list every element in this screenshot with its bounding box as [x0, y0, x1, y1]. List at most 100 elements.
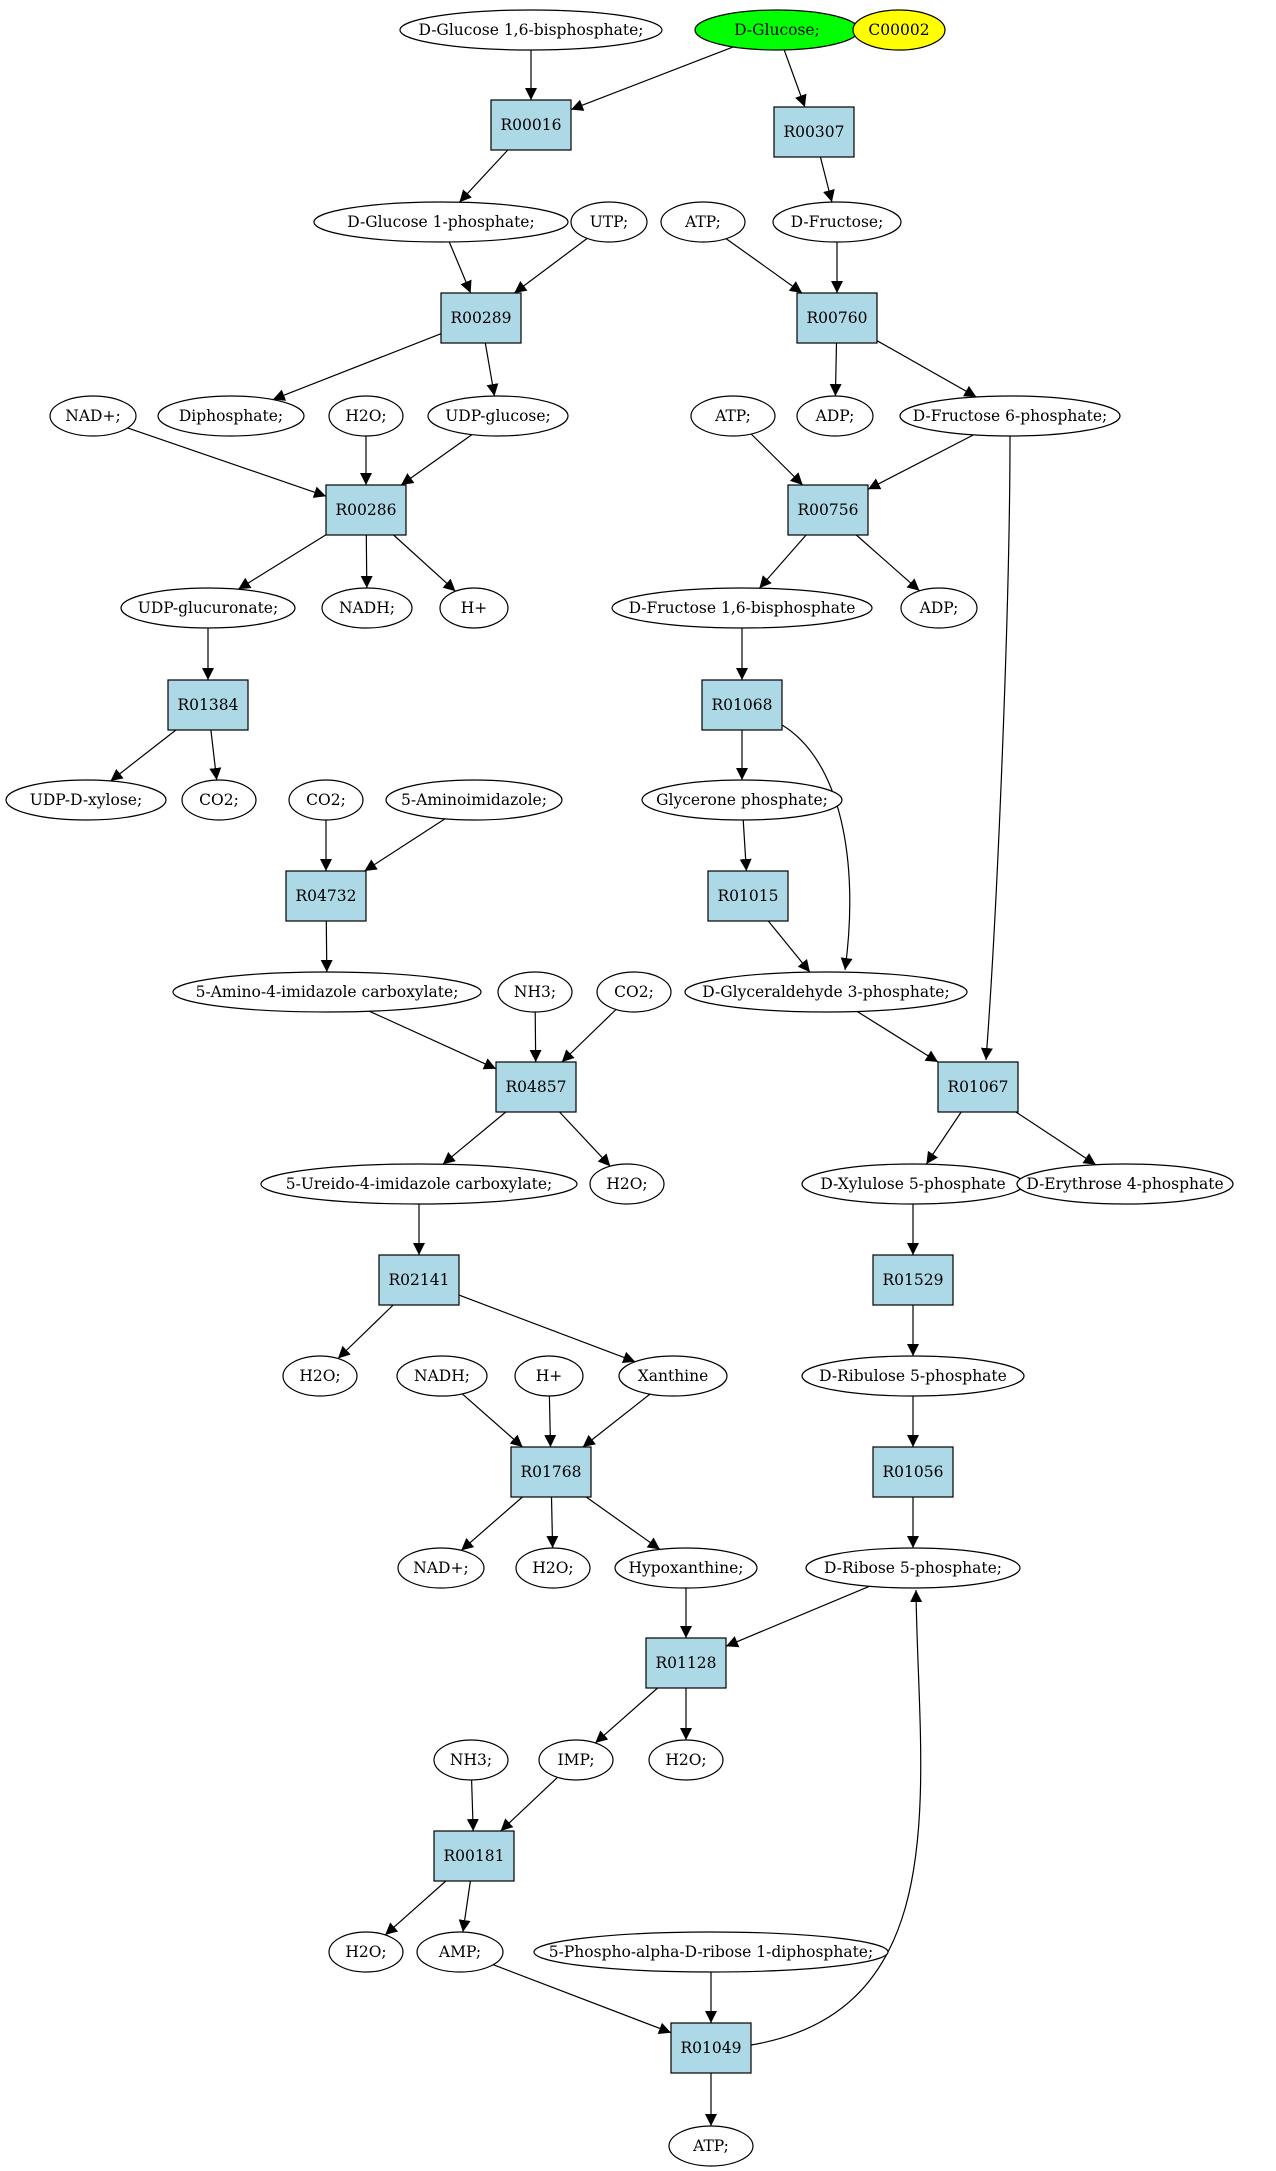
compound-ellipse [397, 1547, 485, 1589]
compound-ellipse [899, 395, 1121, 437]
compound-node-nh3b: NH3; [433, 1739, 509, 1781]
node-label: D-Xylulose 5-phosphate [820, 1175, 1005, 1193]
reaction-box [670, 2022, 752, 2074]
compound-node-ru5p: D-Ribulose 5-phosphate [801, 1355, 1025, 1397]
compound-node-atp1: ATP; [660, 201, 746, 243]
node-label: UDP-glucuronate; [138, 599, 278, 617]
compound-node-imp: IMP; [538, 1739, 614, 1781]
compound-node-co2b: CO2; [288, 779, 364, 821]
edge-nadp1-to-R00286 [127, 427, 327, 498]
compound-node-f6p: D-Fructose 6-phosphate; [899, 395, 1121, 437]
edge-amp-to-R01049 [492, 1964, 672, 2035]
compound-ellipse [181, 779, 257, 821]
node-label: H2O; [299, 1367, 340, 1385]
reaction-node-R01068: R01068 [701, 679, 783, 731]
compound-ellipse [668, 2125, 754, 2167]
compound-ellipse [328, 1931, 404, 1973]
compound-node-nadp2: NAD+; [397, 1547, 485, 1589]
edges-layer [110, 46, 1097, 2126]
edge-R00016-to-glc1p [458, 149, 509, 203]
compound-ellipse [570, 201, 648, 243]
compound-ellipse [157, 395, 305, 437]
node-label: AMP; [438, 1943, 481, 1961]
compound-ellipse [427, 395, 569, 437]
compound-node-hplus2: H+ [514, 1355, 584, 1397]
edge-R01384-to-udpxyl [110, 729, 177, 782]
edge-R04857-to-ureido [442, 1111, 507, 1165]
reaction-box [796, 292, 878, 344]
node-label: R01015 [718, 887, 779, 905]
reaction-node-R01529: R01529 [872, 1254, 954, 1306]
edge-R00756-to-adp2 [855, 534, 920, 592]
reaction-box [510, 1446, 592, 1498]
edge-R00756-to-fbp [758, 534, 807, 589]
compound-ellipse [515, 1547, 591, 1589]
compound-node-aminoimid: 5-Aminoimidazole; [385, 779, 563, 821]
compound-node-glc16bp: D-Glucose 1,6-bisphosphate; [399, 9, 663, 51]
edge-R00181-to-h2o6 [384, 1880, 447, 1936]
compound-node-ureido: 5-Ureido-4-imidazole carboxylate; [260, 1163, 578, 1205]
edge-R00289-to-udpglc [484, 342, 499, 397]
reaction-box [872, 1446, 954, 1498]
reaction-node-R01128: R01128 [645, 1637, 727, 1689]
node-label: D-Glyceraldehyde 3-phosphate; [702, 983, 949, 1001]
edge-glc-to-R00307 [783, 49, 807, 108]
edge-imp-to-R00181 [500, 1776, 559, 1832]
edge-R04732-to-aica [320, 920, 333, 973]
node-label: 5-Aminoimidazole; [401, 791, 547, 809]
compound-node-h2o5: H2O; [648, 1739, 724, 1781]
compound-node-e4p: D-Erythrose 4-phosphate [1016, 1163, 1234, 1205]
reaction-node-R01384: R01384 [167, 679, 249, 731]
reaction-node-R04857: R04857 [495, 1061, 577, 1113]
compound-ellipse [533, 1931, 889, 1973]
reaction-box [495, 1061, 577, 1113]
compound-ellipse [852, 9, 946, 51]
compound-ellipse [596, 971, 672, 1013]
node-label: R00760 [807, 309, 868, 327]
compound-node-udpglc: UDP-glucose; [427, 395, 569, 437]
compound-ellipse [589, 1163, 665, 1205]
compound-ellipse [49, 395, 137, 437]
compound-ellipse [497, 971, 573, 1013]
node-label: R00756 [798, 501, 859, 519]
reaction-node-R01768: R01768 [510, 1446, 592, 1498]
reaction-node-R00756: R00756 [787, 484, 869, 536]
edge-R01768-to-nadp2 [460, 1496, 523, 1551]
reaction-box [433, 1830, 515, 1882]
compound-ellipse [618, 1355, 728, 1397]
node-label: R01529 [883, 1271, 944, 1289]
compound-ellipse [396, 1355, 488, 1397]
node-label: Hypoxanthine; [628, 1559, 743, 1577]
edge-R04857-to-h2o2 [559, 1111, 611, 1167]
reaction-node-R00760: R00760 [796, 292, 878, 344]
edge-R00307-to-fru [819, 156, 835, 203]
node-label: R01768 [521, 1463, 582, 1481]
node-label: R01128 [656, 1654, 717, 1672]
edge-glc-to-R00016 [570, 46, 734, 111]
edge-R01768-to-hypox [585, 1496, 661, 1550]
reaction-node-R02141: R02141 [378, 1254, 460, 1306]
compound-ellipse [328, 395, 404, 437]
edge-R00286-to-hplus1 [393, 534, 456, 592]
nodes-layer: D-Glucose 1,6-bisphosphate;D-Glucose;C00… [5, 9, 1234, 2167]
edge-R01067-to-xu5p [925, 1111, 962, 1165]
compound-ellipse [611, 587, 873, 629]
node-label: D-Erythrose 4-phosphate [1026, 1175, 1223, 1193]
reaction-node-R04732: R04732 [285, 870, 367, 922]
compound-ellipse [282, 1355, 358, 1397]
compound-node-hplus1: H+ [439, 587, 509, 629]
compound-ellipse [385, 779, 563, 821]
node-label: H2O; [345, 1943, 386, 1961]
edge-R00181-to-amp [458, 1880, 471, 1933]
compound-node-h2o3: H2O; [282, 1355, 358, 1397]
compound-node-amp: AMP; [416, 1931, 504, 1973]
reaction-box [645, 1637, 727, 1689]
reaction-box [490, 99, 572, 151]
edge-R00760-to-adp1 [829, 342, 842, 397]
node-label: NADH; [339, 599, 395, 617]
node-label: R01068 [712, 696, 773, 714]
edge-co2c-to-R04857 [561, 1009, 617, 1063]
node-label: NH3; [450, 1751, 492, 1769]
compound-ellipse [801, 1355, 1025, 1397]
